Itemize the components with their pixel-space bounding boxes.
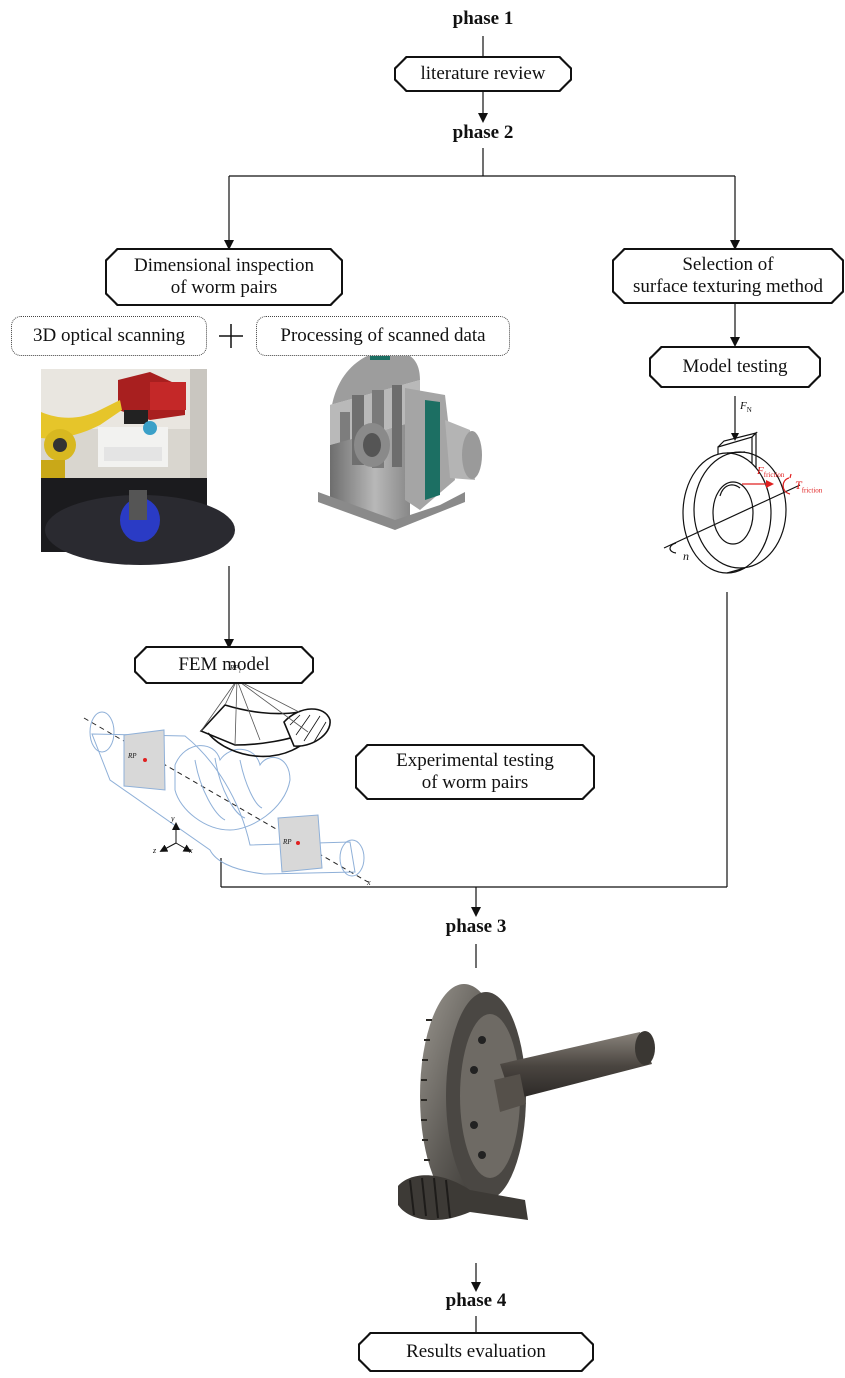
friction-torque-label: Tfriction bbox=[795, 478, 823, 495]
phase-4-label: phase 4 bbox=[445, 1290, 507, 1311]
surface-texturing-selection-box: Selection of surface texturing method bbox=[612, 248, 844, 304]
phase-2-label: phase 2 bbox=[452, 122, 514, 143]
model-testing-box: Model testing bbox=[649, 346, 821, 388]
processing-scanned-data-label: Processing of scanned data bbox=[280, 325, 486, 346]
axis-x-label: x bbox=[189, 846, 193, 855]
results-evaluation-label: Results evaluation bbox=[360, 1334, 592, 1370]
plus-sign bbox=[219, 324, 243, 348]
dimensional-inspection-box: Dimensional inspection of worm pairs bbox=[105, 248, 343, 306]
normal-force-label: FN bbox=[740, 400, 752, 415]
surface-texturing-selection-label: Selection of surface texturing method bbox=[614, 250, 842, 302]
model-testing-label: Model testing bbox=[651, 348, 819, 386]
fem-model-label: FEM model bbox=[136, 648, 312, 682]
rp1-label: RP1 bbox=[230, 664, 242, 675]
fem-worm-model-sketch bbox=[83, 677, 369, 883]
3d-optical-scanning-label: 3D optical scanning bbox=[33, 325, 185, 346]
rp-left-label: RP bbox=[128, 752, 137, 760]
connectors bbox=[220, 36, 740, 1332]
literature-review-label: literature review bbox=[396, 58, 570, 90]
literature-review-box: literature review bbox=[394, 56, 572, 92]
axis-z-label: z bbox=[153, 846, 157, 855]
processing-scanned-data-step: Processing of scanned data bbox=[256, 316, 510, 356]
gearbox-cad-render bbox=[318, 350, 482, 530]
phase-1-label: phase 1 bbox=[452, 8, 514, 29]
rp-right-label: RP bbox=[283, 838, 292, 846]
experimental-testing-box: Experimental testing of worm pairs bbox=[355, 744, 595, 800]
dimensional-inspection-label: Dimensional inspection of worm pairs bbox=[107, 250, 341, 304]
worm-gear-photo bbox=[398, 984, 655, 1221]
axis-x-far-label: x bbox=[367, 878, 371, 887]
scanning-photo bbox=[41, 369, 235, 565]
results-evaluation-box: Results evaluation bbox=[358, 1332, 594, 1372]
friction-force-label: Ffriction bbox=[757, 465, 785, 480]
block-on-ring-sketch bbox=[663, 396, 801, 574]
3d-optical-scanning-step: 3D optical scanning bbox=[11, 316, 207, 356]
experimental-testing-label: Experimental testing of worm pairs bbox=[357, 746, 593, 798]
rotation-speed-label: n bbox=[683, 549, 689, 563]
axis-y-label: y bbox=[171, 814, 175, 823]
fem-model-box: FEM model bbox=[134, 646, 314, 684]
phase-3-label: phase 3 bbox=[445, 916, 507, 937]
